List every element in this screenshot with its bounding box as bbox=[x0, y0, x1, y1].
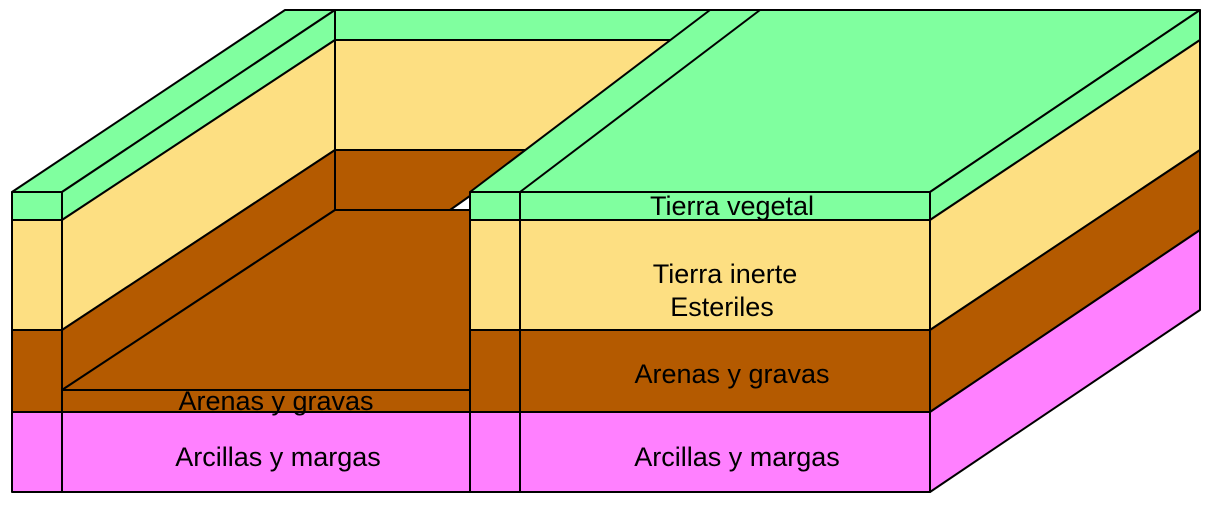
right-front-arenas bbox=[519, 329, 931, 413]
right-front-arcillas bbox=[519, 411, 931, 493]
right-front-inerte bbox=[519, 219, 931, 331]
right-strip-vegetal bbox=[469, 191, 521, 221]
right-strip-arcillas bbox=[469, 411, 521, 493]
left-front-vegetal bbox=[11, 191, 63, 221]
left-front-arenas bbox=[11, 329, 63, 413]
label-arcillas-left: Arcillas y margas bbox=[175, 442, 381, 472]
right-strip-arenas bbox=[469, 329, 521, 413]
label-arenas-gravas-right: Arenas y gravas bbox=[634, 359, 829, 389]
label-tierra-inerte: Tierra inerte bbox=[653, 259, 798, 289]
label-esteriles: Esteriles bbox=[670, 292, 774, 322]
label-tierra-vegetal: Tierra vegetal bbox=[650, 191, 814, 221]
trench-back-wall-vegetal bbox=[334, 9, 711, 41]
right-strip-inerte bbox=[469, 219, 521, 331]
trench-front-arcillas bbox=[61, 411, 471, 493]
left-front-inerte bbox=[11, 219, 63, 331]
left-front-arcillas bbox=[11, 411, 63, 493]
right-block-top-edge bbox=[519, 9, 761, 193]
label-arenas-gravas-trench: Arenas y gravas bbox=[178, 386, 373, 416]
label-arcillas-right: Arcillas y margas bbox=[634, 442, 840, 472]
